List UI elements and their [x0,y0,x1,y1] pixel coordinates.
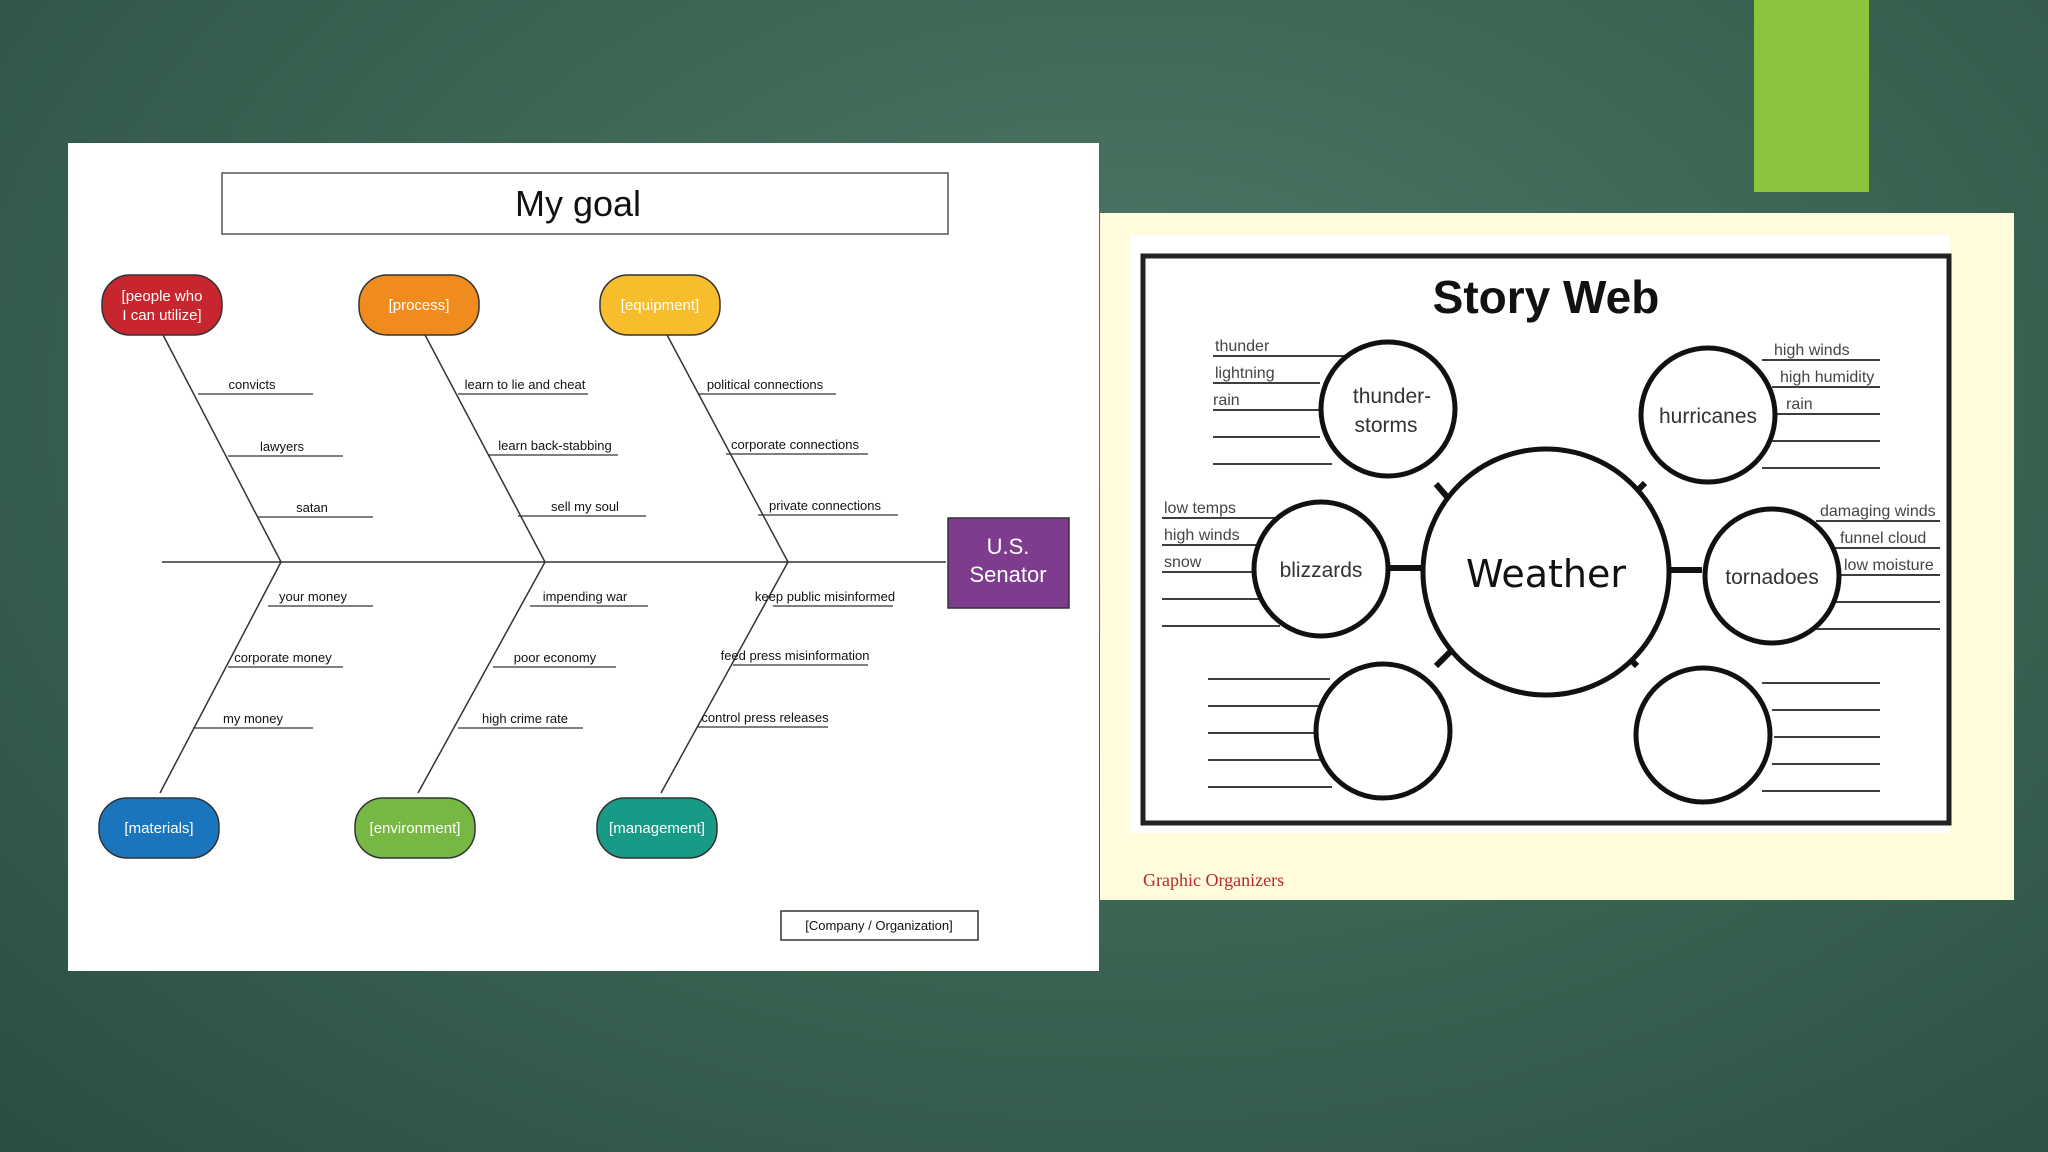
goal-title-box [221,172,949,235]
detail-label: low temps [1164,500,1236,517]
story-web-caption: Graphic Organizers [1143,870,1285,890]
category-equipment-label: [equipment] [621,297,699,314]
rib-label: learn to lie and cheat [465,377,586,392]
rib-label: control press releases [701,710,829,725]
category-management [596,797,718,859]
node-empty [1313,661,1453,801]
center-node-label: Weather [1466,552,1626,596]
node-blizzards [1251,499,1391,639]
detail-label: lightning [1215,365,1275,382]
category-environment-label: [environment] [370,820,461,837]
company-box [780,910,979,941]
detail-label: funnel cloud [1840,530,1926,547]
node-empty [1633,665,1773,805]
rib-label: your money [279,589,347,604]
node-hurricanes [1638,345,1778,485]
detail-label: snow [1164,554,1202,571]
story-web-detail-lines [1162,355,1940,792]
category-equipment [599,274,721,336]
rib-label: sell my soul [551,499,619,514]
rib-label: lawyers [260,439,305,454]
node-label: storms [1355,414,1418,437]
goal-head-label: U.S. [987,534,1030,559]
node-label: blizzards [1280,559,1363,582]
node-label: thunder- [1353,385,1431,408]
rib-label: feed press misinformation [721,648,870,663]
category-environment [354,797,476,859]
rib-label: corporate connections [731,437,859,452]
category-people-label: [people who [122,288,203,305]
goal-head-box [947,517,1070,609]
node-tornadoes [1702,506,1842,646]
category-materials-label: [materials] [124,820,193,837]
goal-title: My goal [515,183,641,224]
fishbone-diagram: My goal [98,172,1070,941]
rib-label: satan [296,500,328,515]
accent-bar [1754,0,1869,192]
story-web-title: Story Web [1433,271,1660,323]
goal-head-label: Senator [969,562,1046,587]
fishbone-diagram-panel: My goal [68,143,1099,971]
fishbone-ribs [193,393,898,729]
category-process-label: [process] [389,297,450,314]
rib-label: private connections [769,498,882,513]
detail-label: rain [1786,396,1813,413]
detail-label: high humidity [1780,369,1874,386]
category-materials [98,797,220,859]
node-thunderstorms [1318,339,1458,479]
rib-label: corporate money [234,650,332,665]
category-people-label: I can utilize] [122,307,201,324]
fishbone-bones [159,332,789,794]
rib-label: keep public misinformed [755,589,895,604]
rib-label: impending war [543,589,628,604]
story-web-panel: Story Web [1100,213,2014,900]
detail-label: high winds [1164,527,1240,544]
category-people [101,274,223,336]
node-label: hurricanes [1659,405,1757,428]
category-management-label: [management] [609,820,705,837]
detail-label: damaging winds [1820,503,1936,520]
node-label: tornadoes [1725,566,1818,589]
rib-label: high crime rate [482,711,568,726]
company-label: [Company / Organization] [805,918,952,933]
rib-label: learn back-stabbing [498,438,611,453]
detail-label: thunder [1215,338,1270,355]
story-web-diagram: Story Web [1130,235,1952,833]
rib-label: political connections [707,377,824,392]
detail-label: high winds [1774,342,1850,359]
rib-label: convicts [229,377,276,392]
rib-label: my money [223,711,283,726]
center-node [1420,446,1672,698]
rib-label: poor economy [514,650,597,665]
category-process [358,274,480,336]
detail-label: low moisture [1844,557,1934,574]
detail-label: rain [1213,392,1240,409]
